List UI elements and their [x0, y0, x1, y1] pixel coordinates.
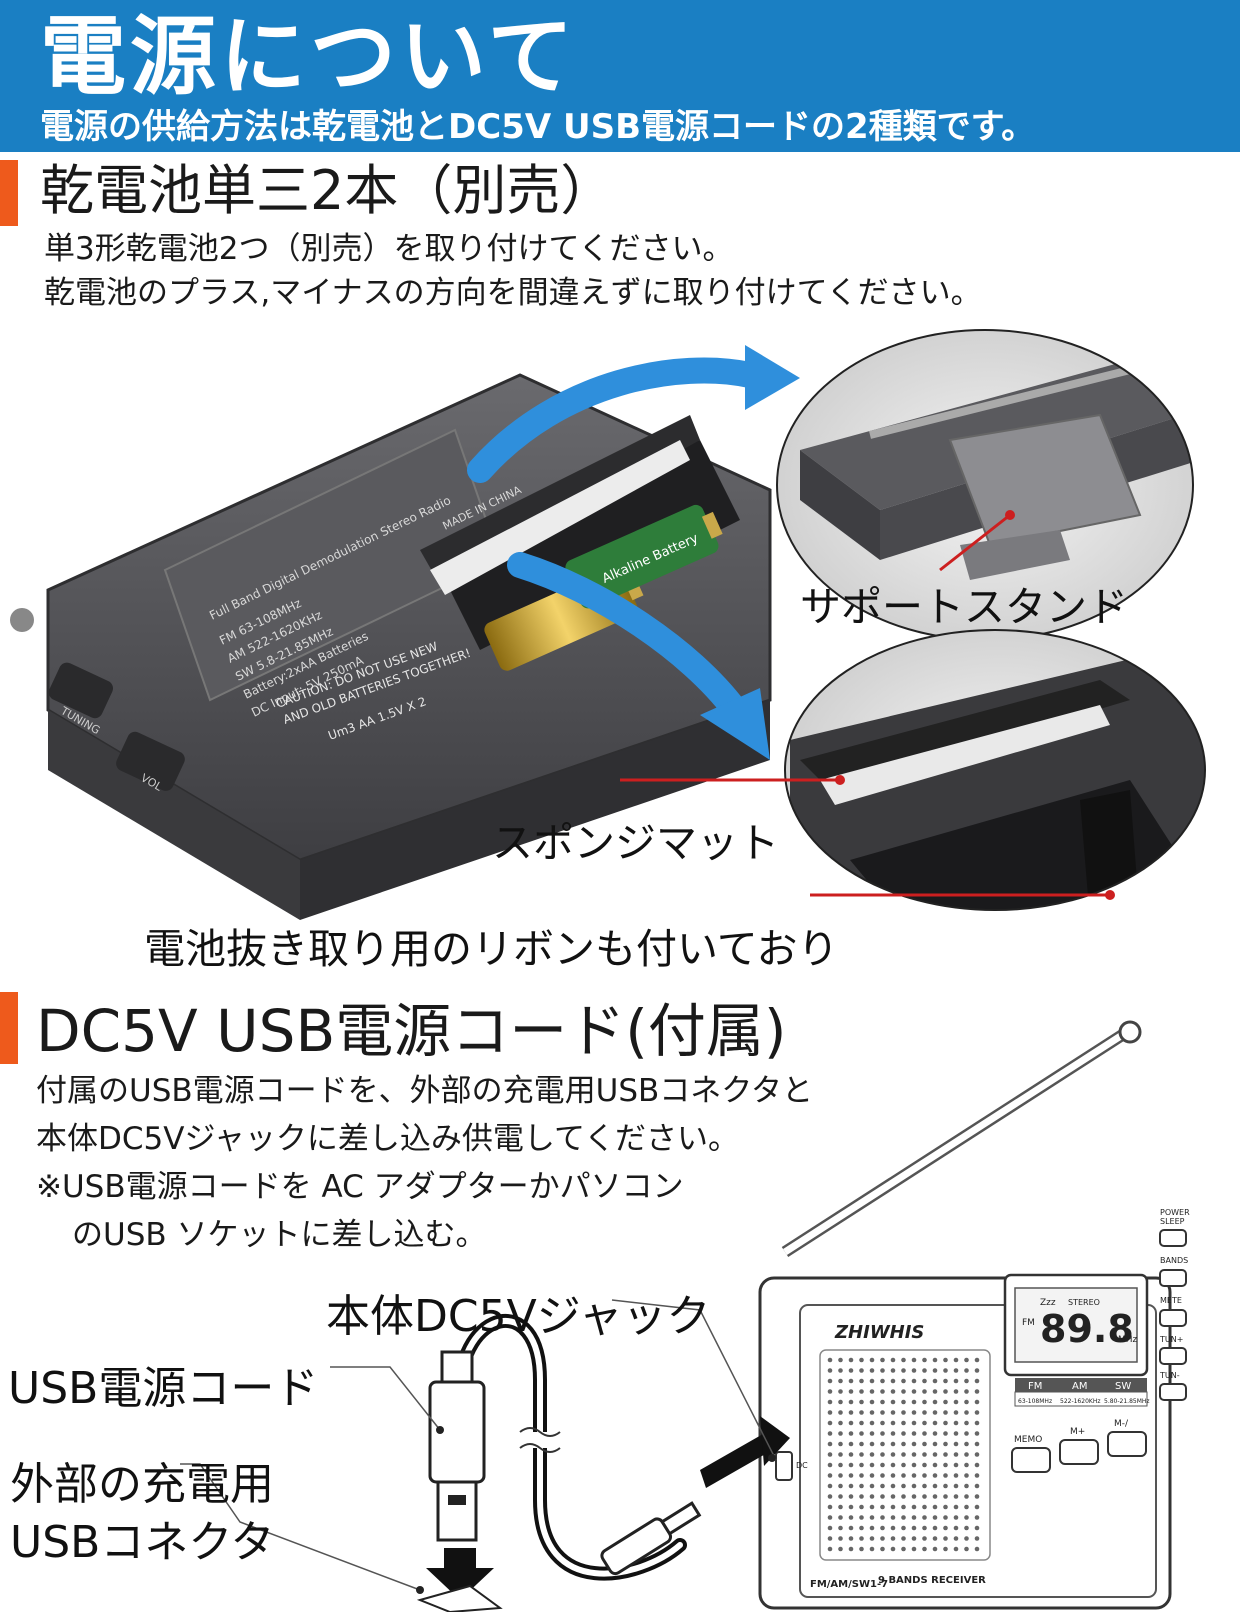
dc-plug	[600, 1501, 702, 1576]
battery-illustration: Full Band Digital Demodulation Stereo Ra…	[10, 329, 1206, 920]
support-stand-label: サポートスタンド	[800, 583, 1128, 631]
page-title: 電源について	[40, 7, 578, 107]
side-buttons: POWER SLEEP BANDS METE TUN+ TUN-	[1159, 1208, 1190, 1401]
lcd-screen	[1014, 1287, 1138, 1363]
bands-button	[1159, 1269, 1187, 1287]
dc-jack	[775, 1451, 793, 1481]
arrow-to-jack-head	[760, 1416, 790, 1466]
battery-heading: 乾電池単三2本（別売）	[40, 159, 615, 222]
leader-jack	[611, 1299, 777, 1461]
antenna-knob	[10, 608, 34, 632]
zoom-sponge-mat	[785, 630, 1205, 910]
mminus-label: M-/	[1114, 1419, 1129, 1429]
arrow-down-usb	[426, 1548, 494, 1600]
mminus-button	[1107, 1431, 1147, 1457]
power-label-1: POWER	[1160, 1208, 1190, 1217]
usb-connector-label-1: 外部の充電用	[10, 1459, 274, 1510]
sponge-on-lid	[430, 440, 690, 595]
usb-socket	[416, 1584, 503, 1612]
mete-button	[1159, 1309, 1187, 1327]
speaker-grille	[827, 1357, 980, 1552]
dc-jack-label: 本体DC5Vジャック	[326, 1291, 711, 1342]
usb-text-1: 付属のUSB電源コードを、外部の充電用USBコネクタと	[36, 1073, 814, 1109]
usb-cord-label: USB電源コード	[8, 1363, 319, 1414]
sponge-mat-label: スポンジマット	[492, 819, 779, 867]
usb-connector-label-2: USBコネクタ	[10, 1517, 275, 1568]
lcd-unit: MHz	[1118, 1335, 1138, 1345]
power-button	[1159, 1229, 1187, 1247]
mplus-label: M+	[1070, 1427, 1085, 1437]
memo-label: MEMO	[1014, 1435, 1042, 1445]
memo-button	[1011, 1447, 1051, 1473]
battery-text-2: 乾電池のプラス,マイナスの方向を間違えずに取り付けてください。	[44, 275, 982, 311]
tun-up-button	[1159, 1347, 1187, 1365]
band-fm: FM	[1028, 1381, 1042, 1392]
arrow-head-sponge	[700, 688, 770, 760]
ribbon-label: 電池抜き取り用のリボンも付いており	[144, 925, 839, 973]
zoom-support-stand	[777, 330, 1193, 640]
tun-down-label: TUN-	[1159, 1371, 1180, 1380]
dc-label: DC	[796, 1461, 808, 1470]
section-accent-bar	[0, 992, 18, 1064]
lcd-zzz: Zzz	[1040, 1298, 1056, 1308]
arrow-head-stand	[745, 345, 800, 410]
leader-stand	[939, 513, 1011, 572]
mete-label: METE	[1160, 1296, 1182, 1305]
arrow-to-jack-shaft	[700, 1430, 776, 1488]
range-am: 522-1620KHz	[1060, 1398, 1100, 1405]
tun-up-label: TUN+	[1159, 1335, 1183, 1344]
band-am: AM	[1072, 1381, 1087, 1392]
lcd-frequency: 89.8	[1040, 1307, 1134, 1351]
lcd-fm: FM	[1022, 1318, 1035, 1328]
usb-illustration: 89.8 MHz Zzz STEREO FM FM AM SW 63-108MH…	[180, 1020, 1190, 1612]
bands-label: BANDS	[1160, 1256, 1188, 1265]
front-antenna	[781, 1020, 1142, 1258]
battery-text-1: 単3形乾電池2つ（別売）を取り付けてください。	[44, 231, 734, 267]
arrow-to-sponge	[507, 552, 748, 723]
usb-plug	[428, 1350, 486, 1542]
volume-wheel	[116, 731, 185, 791]
leader-connector	[180, 1463, 421, 1591]
band-sw: SW	[1115, 1381, 1131, 1392]
tuning-wheel	[48, 662, 114, 719]
page-subtitle: 電源の供給方法は乾電池とDC5V USB電源コードの2種類です。	[40, 107, 1036, 147]
model-label: FM/AM/SW1-7	[810, 1579, 888, 1590]
leader-cord	[330, 1366, 441, 1431]
receiver-label: 9 BANDS RECEIVER	[878, 1575, 986, 1586]
brand-logo: ZHIWHIS	[834, 1322, 924, 1343]
range-sw: 5.80-21.85MHz	[1104, 1398, 1150, 1405]
tun-down-button	[1159, 1383, 1187, 1401]
radio-front-body: 89.8 MHz Zzz STEREO FM FM AM SW 63-108MH…	[758, 1273, 1172, 1610]
usb-heading: DC5V USB電源コード(付属)	[36, 997, 787, 1065]
section-accent-bar	[0, 160, 18, 226]
lcd-stereo: STEREO	[1068, 1298, 1100, 1307]
header-banner	[0, 0, 1240, 152]
usb-text-2: 本体DC5Vジャックに差し込み供電してください。	[36, 1121, 740, 1157]
usb-text-4: のUSB ソケットに差し込む。	[72, 1217, 487, 1253]
range-fm: 63-108MHz	[1018, 1398, 1052, 1405]
power-label-2: SLEEP	[1160, 1217, 1185, 1226]
arrow-to-stand	[467, 357, 763, 483]
usb-text-3: ※USB電源コードを AC アダプターかパソコン	[36, 1169, 684, 1205]
mplus-button	[1059, 1439, 1099, 1465]
radio-back: Full Band Digital Demodulation Stereo Ra…	[46, 373, 772, 920]
